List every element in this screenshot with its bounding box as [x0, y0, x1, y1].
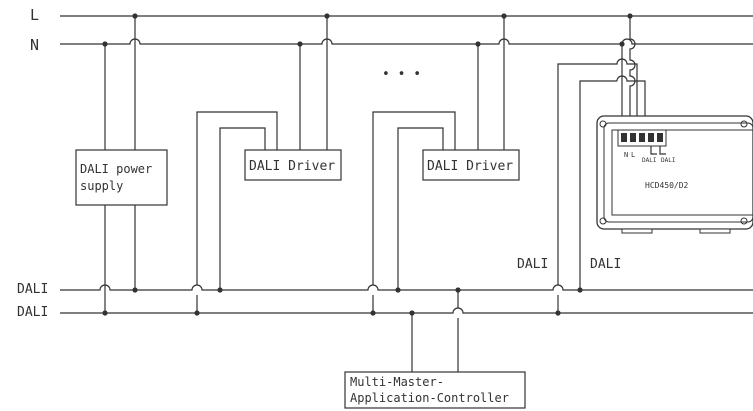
n-bus-line — [60, 38, 753, 45]
power-supply-label-line1: DALI power — [80, 162, 152, 176]
dali1-bus-label: DALI — [17, 282, 48, 297]
driver1-wiring — [196, 16, 328, 313]
dali2-bus-line — [60, 307, 753, 314]
terminal-l-label: L — [631, 151, 635, 159]
controller-label-line1: Multi-Master- — [350, 375, 444, 389]
driver2-wiring — [372, 16, 505, 313]
terminal-dali1-label: DALI — [642, 157, 657, 164]
more-drivers-ellipsis: • • • — [382, 67, 421, 82]
hcd450-terminal-block — [617, 129, 667, 155]
device-dali-label-1: DALI — [517, 257, 548, 272]
power-supply-label-line2: supply — [80, 179, 123, 193]
multi-master-controller-block — [344, 371, 526, 409]
device-model-label: HCD450/D2 — [645, 181, 689, 190]
power-supply-wiring — [104, 16, 136, 313]
dali1-bus-line — [60, 284, 753, 291]
controller-wiring — [411, 290, 459, 372]
dali2-bus-label: DALI — [17, 305, 48, 320]
dali-power-supply-block — [75, 149, 168, 206]
controller-label-line2: Application-Controller — [350, 391, 509, 405]
dali-driver-1-label: DALI Driver — [249, 159, 335, 174]
l-bus-label: L — [30, 6, 39, 24]
terminal-n-label: N — [624, 151, 628, 159]
terminal-dali2-label: DALI — [661, 157, 676, 164]
device-dali-label-2: DALI — [590, 257, 621, 272]
dali-driver-2-label: DALI Driver — [427, 159, 513, 174]
dali-driver-1-block — [244, 149, 342, 181]
dali-driver-2-block — [422, 149, 520, 181]
junction-dots — [102, 13, 633, 316]
n-bus-label: N — [30, 36, 39, 54]
hcd450-wiring — [557, 16, 646, 313]
